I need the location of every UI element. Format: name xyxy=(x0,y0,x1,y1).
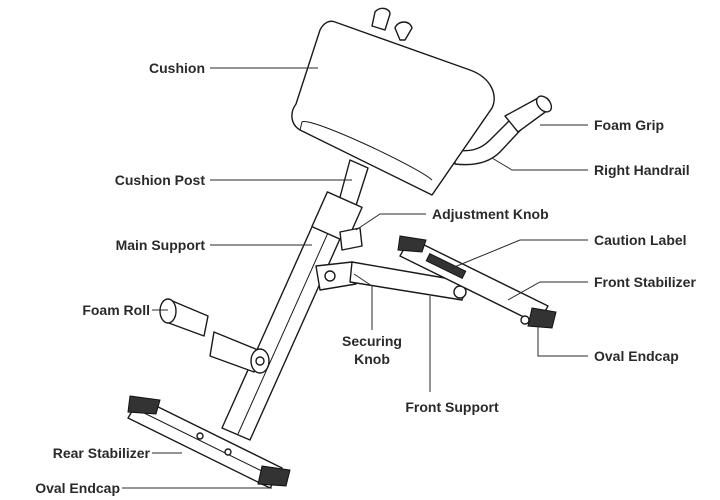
label-oval-endcap-left: Oval Endcap xyxy=(35,480,120,496)
adjustment-knob xyxy=(339,227,363,251)
label-right-handrail: Right Handrail xyxy=(594,162,690,178)
main-support xyxy=(221,191,363,441)
cushion xyxy=(291,20,495,196)
foam-grip xyxy=(504,95,553,133)
label-oval-endcap-right: Oval Endcap xyxy=(594,348,679,364)
leader-securing-knob xyxy=(353,273,373,330)
leader-front-stabilizer xyxy=(507,281,588,301)
label-cushion: Cushion xyxy=(149,60,205,76)
label-foam-roll: Foam Roll xyxy=(82,302,150,318)
foam-roll xyxy=(159,298,270,374)
label-front-stabilizer: Front Stabilizer xyxy=(594,274,696,290)
leader-caution-label xyxy=(451,239,588,269)
label-caution-label: Caution Label xyxy=(594,232,687,248)
label-rear-stabilizer: Rear Stabilizer xyxy=(53,445,151,461)
leader-right-handrail xyxy=(491,157,588,171)
leader-oval-endcap-right xyxy=(537,326,588,357)
front-stabilizer xyxy=(397,235,557,329)
label-securing-knob-line1: Securing xyxy=(342,333,402,349)
label-cushion-post: Cushion Post xyxy=(115,172,206,188)
front-support xyxy=(315,261,469,301)
rear-stabilizer xyxy=(127,395,291,489)
label-securing-knob-line2: Knob xyxy=(354,351,390,367)
leader-adjustment-knob xyxy=(355,213,426,231)
leader-lines xyxy=(122,67,588,489)
bench-illustration xyxy=(127,7,557,489)
label-adjustment-knob: Adjustment Knob xyxy=(432,206,549,222)
label-front-support: Front Support xyxy=(405,399,499,415)
part-labels: Cushion Cushion Post Main Support Foam R… xyxy=(35,60,696,496)
label-foam-grip: Foam Grip xyxy=(594,117,664,133)
label-main-support: Main Support xyxy=(116,237,206,253)
